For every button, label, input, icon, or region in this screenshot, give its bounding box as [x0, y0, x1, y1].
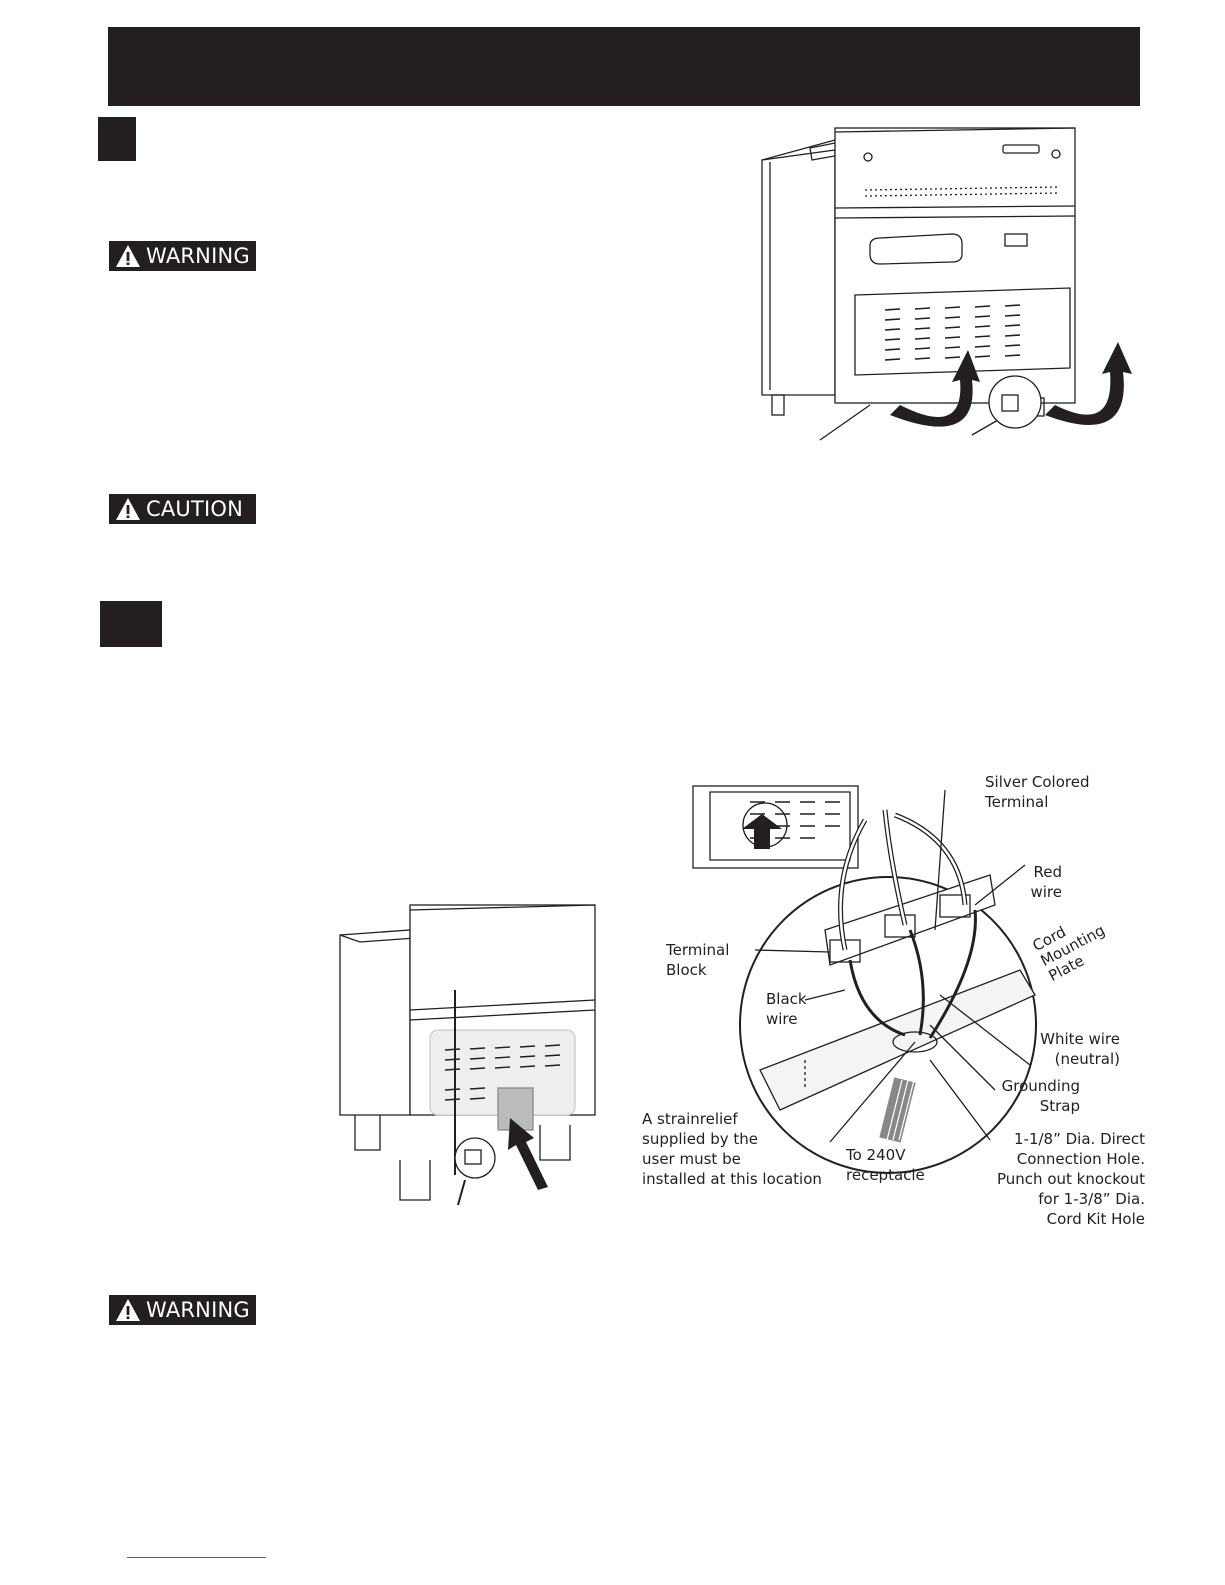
warning-label: WARNING	[146, 1298, 250, 1322]
strain-relief-label: A strainrelief supplied by the user must…	[642, 1110, 822, 1188]
terminal-block-label: Terminal Block	[666, 941, 730, 979]
caution-label: CAUTION	[146, 497, 244, 521]
step-marker-1	[98, 117, 136, 161]
warning-triangle-icon	[115, 497, 141, 521]
red-wire-label: Red wire	[1030, 863, 1062, 901]
range-rear-view-figure	[761, 127, 1132, 441]
warning-badge-top: WARNING	[109, 241, 256, 271]
silver-terminal-label: Silver Colored Terminal	[985, 773, 1090, 811]
page-header-bar	[108, 27, 1140, 106]
caution-badge: CAUTION	[109, 494, 256, 524]
warning-triangle-icon	[115, 244, 141, 268]
grounding-strap-label: Grounding Strap	[1001, 1077, 1080, 1115]
warning-label: WARNING	[146, 244, 250, 268]
white-wire-label: White wire (neutral)	[1040, 1030, 1120, 1068]
footer-link[interactable]	[127, 1557, 266, 1558]
range-rear-angled-figure	[339, 904, 596, 1206]
connection-hole-label: 1-1/8” Dia. Direct Connection Hole. Punc…	[997, 1130, 1145, 1228]
receptacle-label: To 240V receptacle	[846, 1146, 925, 1184]
warning-badge-bottom: WARNING	[109, 1295, 256, 1325]
warning-triangle-icon	[115, 1298, 141, 1322]
wiring-diagram-figure	[692, 785, 1037, 1174]
black-wire-label: Black wire	[766, 990, 807, 1028]
step-marker-2	[100, 601, 162, 647]
